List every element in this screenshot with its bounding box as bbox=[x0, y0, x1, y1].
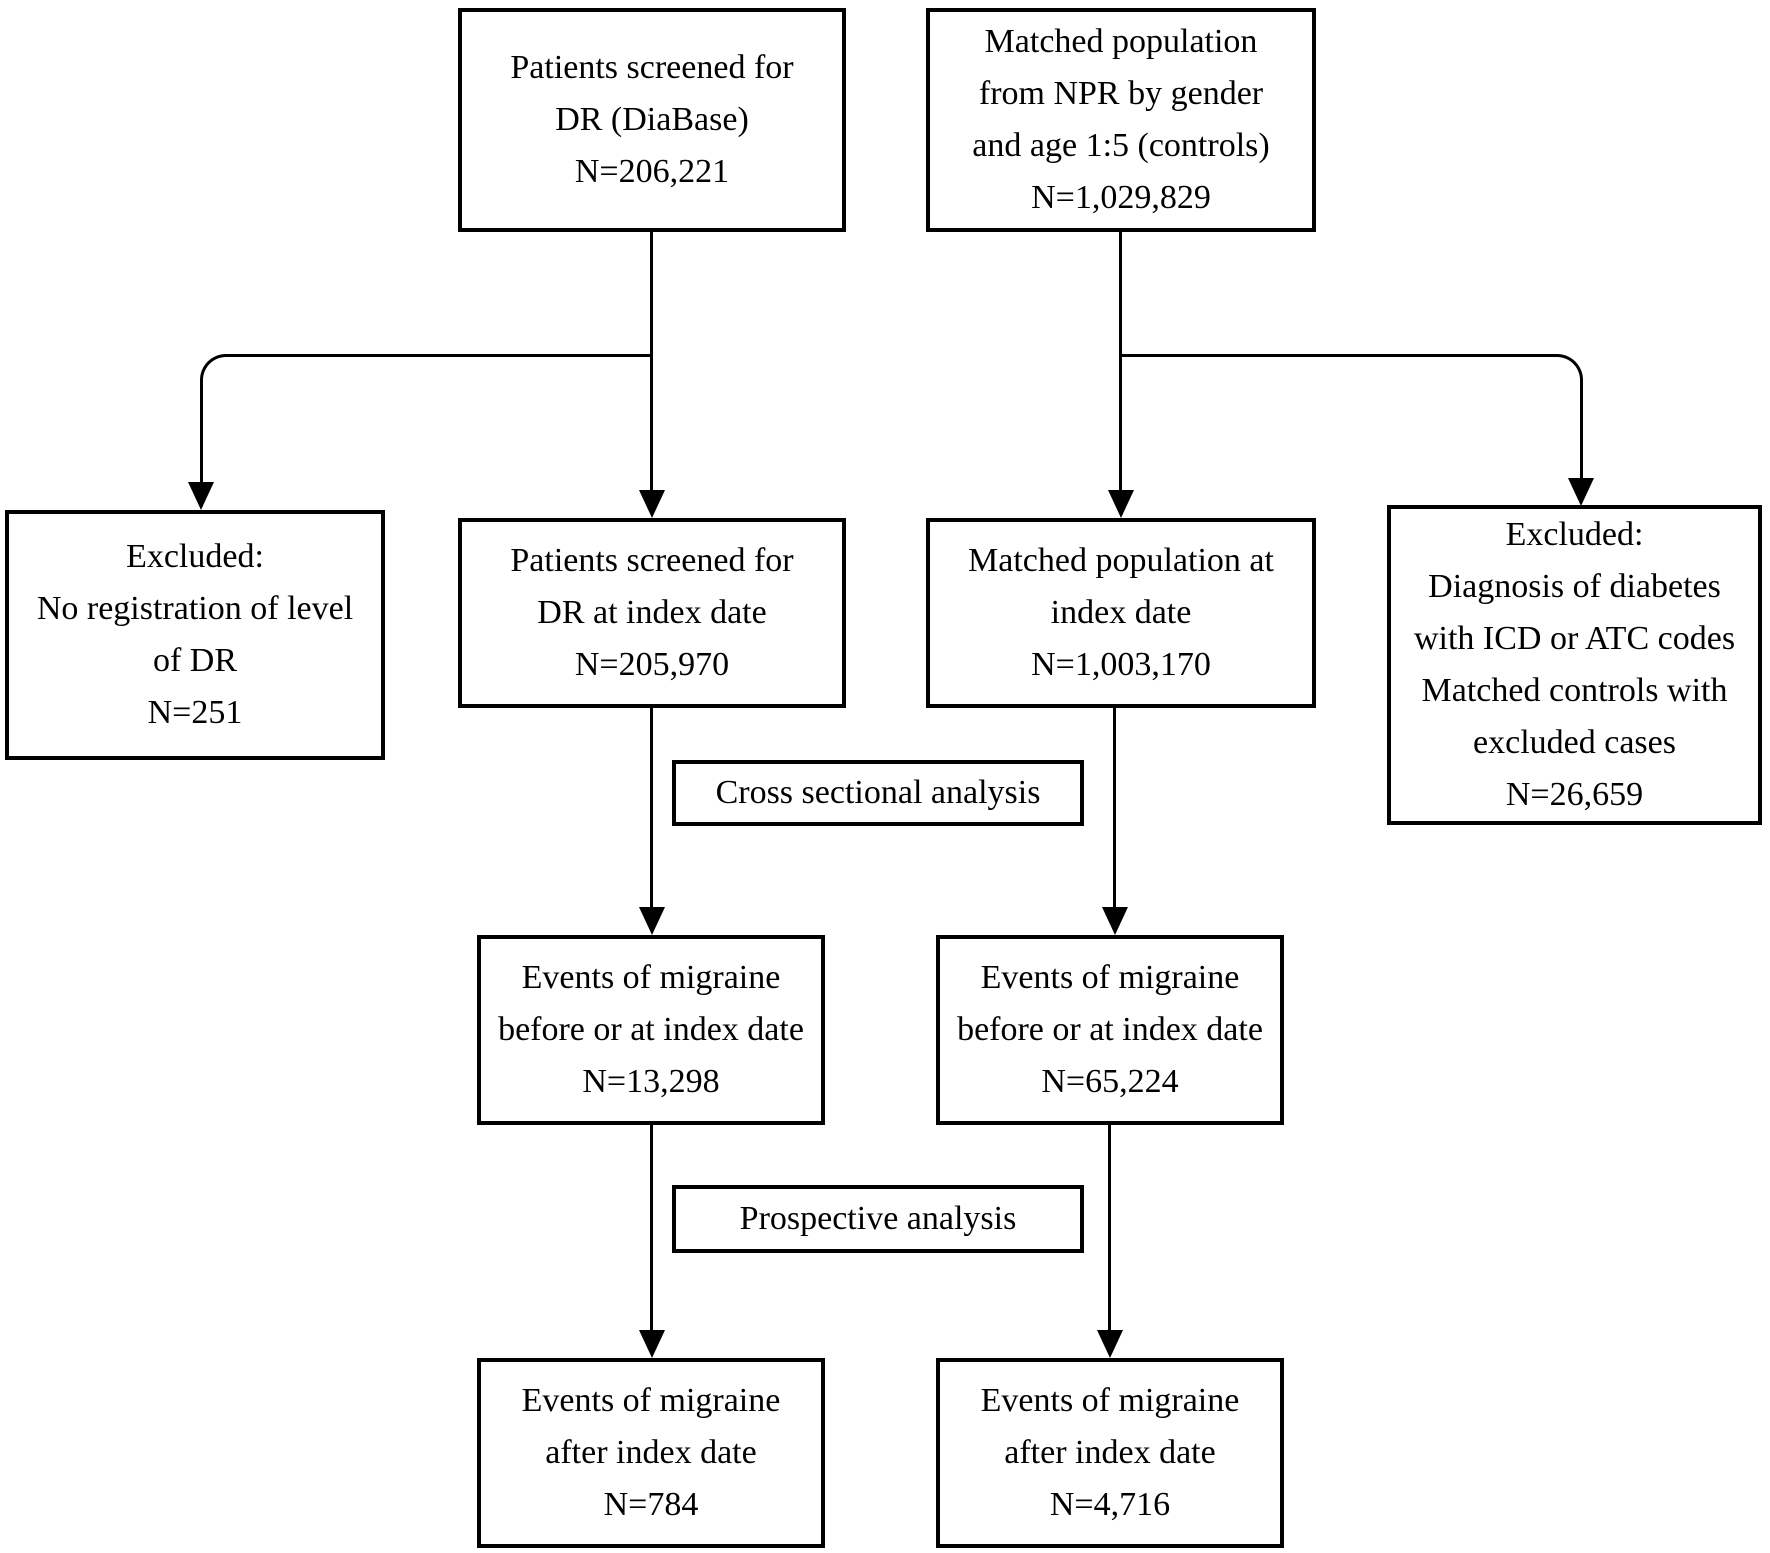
connector-excluded-left-line bbox=[200, 380, 203, 484]
box-patients-screened-index-date: Patients screened for DR at index date N… bbox=[458, 518, 846, 708]
box-excluded-no-registration: Excluded: No registration of level of DR… bbox=[5, 510, 385, 760]
connector-branch-left-line bbox=[224, 354, 652, 357]
box-migraine-after-index-controls: Events of migraine after index date N=4,… bbox=[936, 1358, 1284, 1548]
label-prospective-analysis: Prospective analysis bbox=[672, 1185, 1084, 1253]
connector-branch-left-corner bbox=[200, 354, 226, 382]
connector-screened-to-migraine-line bbox=[650, 708, 653, 909]
box-excluded-diabetes-codes: Excluded: Diagnosis of diabetes with ICD… bbox=[1387, 505, 1762, 825]
arrowhead-to-migraine-before-dr bbox=[639, 907, 665, 935]
box-matched-population-index-date: Matched population at index date N=1,003… bbox=[926, 518, 1316, 708]
arrowhead-to-excluded-right bbox=[1568, 478, 1594, 506]
connector-excluded-right-line bbox=[1580, 380, 1583, 478]
label-cross-sectional-analysis: Cross sectional analysis bbox=[672, 760, 1084, 826]
connector-migraine-dr-down-line bbox=[650, 1125, 653, 1332]
box-migraine-before-index-dr: Events of migraine before or at index da… bbox=[477, 935, 825, 1125]
connector-npr-down-line bbox=[1119, 230, 1122, 492]
connector-diabase-down-line bbox=[650, 230, 653, 492]
box-migraine-after-index-dr: Events of migraine after index date N=78… bbox=[477, 1358, 825, 1548]
arrowhead-to-screened-index bbox=[639, 490, 665, 518]
box-patients-screened-diabase: Patients screened for DR (DiaBase) N=206… bbox=[458, 8, 846, 232]
arrowhead-to-migraine-before-controls bbox=[1102, 907, 1128, 935]
connector-branch-right-line bbox=[1121, 354, 1557, 357]
connector-branch-right-corner bbox=[1557, 354, 1583, 382]
arrowhead-to-matched-index bbox=[1108, 490, 1134, 518]
box-matched-population-npr: Matched population from NPR by gender an… bbox=[926, 8, 1316, 232]
arrowhead-to-migraine-after-controls bbox=[1097, 1330, 1123, 1358]
arrowhead-to-excluded-left bbox=[188, 482, 214, 510]
arrowhead-to-migraine-after-dr bbox=[639, 1330, 665, 1358]
box-migraine-before-index-controls: Events of migraine before or at index da… bbox=[936, 935, 1284, 1125]
connector-matched-to-migraine-line bbox=[1113, 708, 1116, 909]
connector-migraine-controls-down-line bbox=[1108, 1125, 1111, 1332]
